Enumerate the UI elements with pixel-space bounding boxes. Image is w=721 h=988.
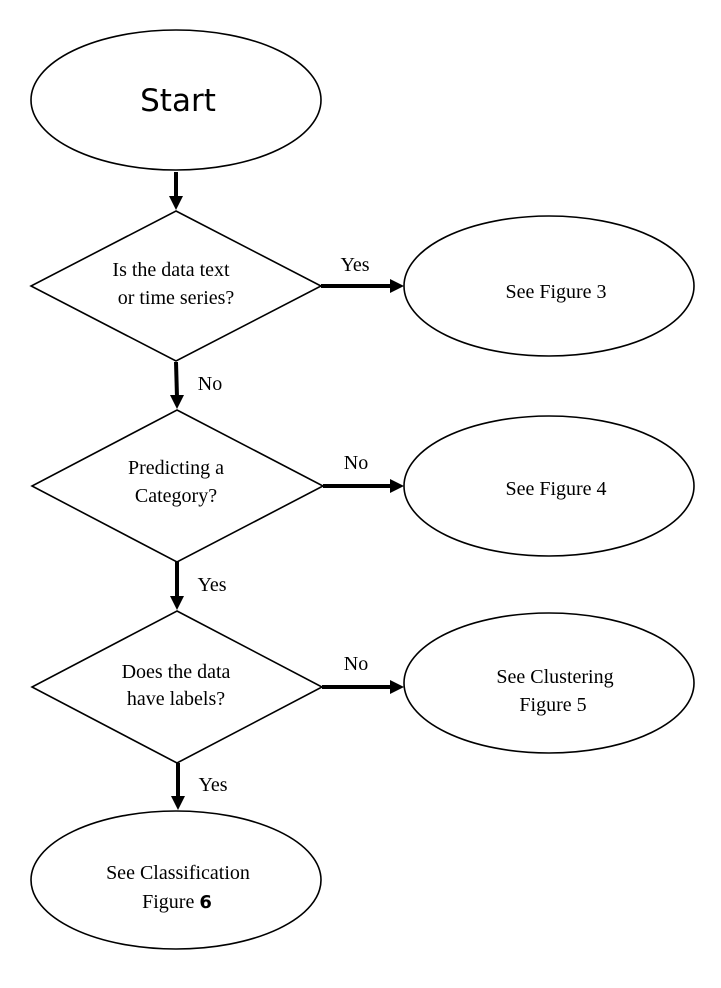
node-see-clustering-figure-5: See Clustering Figure 5 <box>403 612 695 754</box>
terminal-label: See Figure 4 <box>505 478 606 500</box>
arrow-q3-yes: Yes <box>171 763 228 810</box>
arrow-q1-no: No <box>170 361 222 409</box>
terminal-ellipse <box>403 415 695 557</box>
edge-label-no: No <box>344 653 368 675</box>
arrow-start-to-q1 <box>169 172 183 210</box>
terminal-label: See Figure 3 <box>505 281 606 303</box>
arrow-q3-no: No <box>322 653 404 694</box>
decision-text-or-time-series: Is the data text or time series? <box>29 210 323 362</box>
terminal-label-digit: 6 <box>199 892 212 913</box>
start-ellipse <box>30 29 322 171</box>
terminal-label-line-1: See Clustering <box>496 666 613 688</box>
terminal-ellipse <box>30 810 322 950</box>
decision-label-line-2: Category? <box>135 485 217 507</box>
decision-does-data-have-labels: Does the data have labels? <box>30 610 324 764</box>
decision-label-line-1: Predicting a <box>128 457 224 479</box>
terminal-ellipse <box>403 612 695 754</box>
edge-label-no: No <box>198 373 222 395</box>
terminal-label-text: Figure <box>142 891 199 913</box>
node-see-figure-3: See Figure 3 <box>403 215 695 357</box>
start-label: Start <box>140 83 216 119</box>
terminal-label-line-2: Figure 6 <box>142 891 212 913</box>
start-node: Start <box>30 29 322 171</box>
decision-label-line-2: have labels? <box>127 688 225 710</box>
arrow-q2-yes: Yes <box>170 562 227 610</box>
terminal-label-line-2: Figure 5 <box>519 694 586 716</box>
decision-diamond <box>30 610 324 764</box>
edge-label-no: No <box>344 452 368 474</box>
node-see-figure-4: See Figure 4 <box>403 415 695 557</box>
decision-label-line-1: Does the data <box>122 661 231 683</box>
decision-predicting-category: Predicting a Category? <box>30 409 325 563</box>
arrow-q1-yes: Yes <box>321 254 404 293</box>
arrow-q2-no: No <box>323 452 404 493</box>
edge-label-yes: Yes <box>198 774 227 796</box>
decision-diamond <box>29 210 323 362</box>
edge-label-yes: Yes <box>340 254 369 276</box>
terminal-ellipse <box>403 215 695 357</box>
node-see-classification-figure-6: See Classification Figure 6 <box>30 810 322 950</box>
decision-label-line-2: or time series? <box>118 287 235 309</box>
terminal-label-line-1: See Classification <box>106 862 250 884</box>
decision-label-line-1: Is the data text <box>112 259 230 281</box>
edge-label-yes: Yes <box>197 574 226 596</box>
